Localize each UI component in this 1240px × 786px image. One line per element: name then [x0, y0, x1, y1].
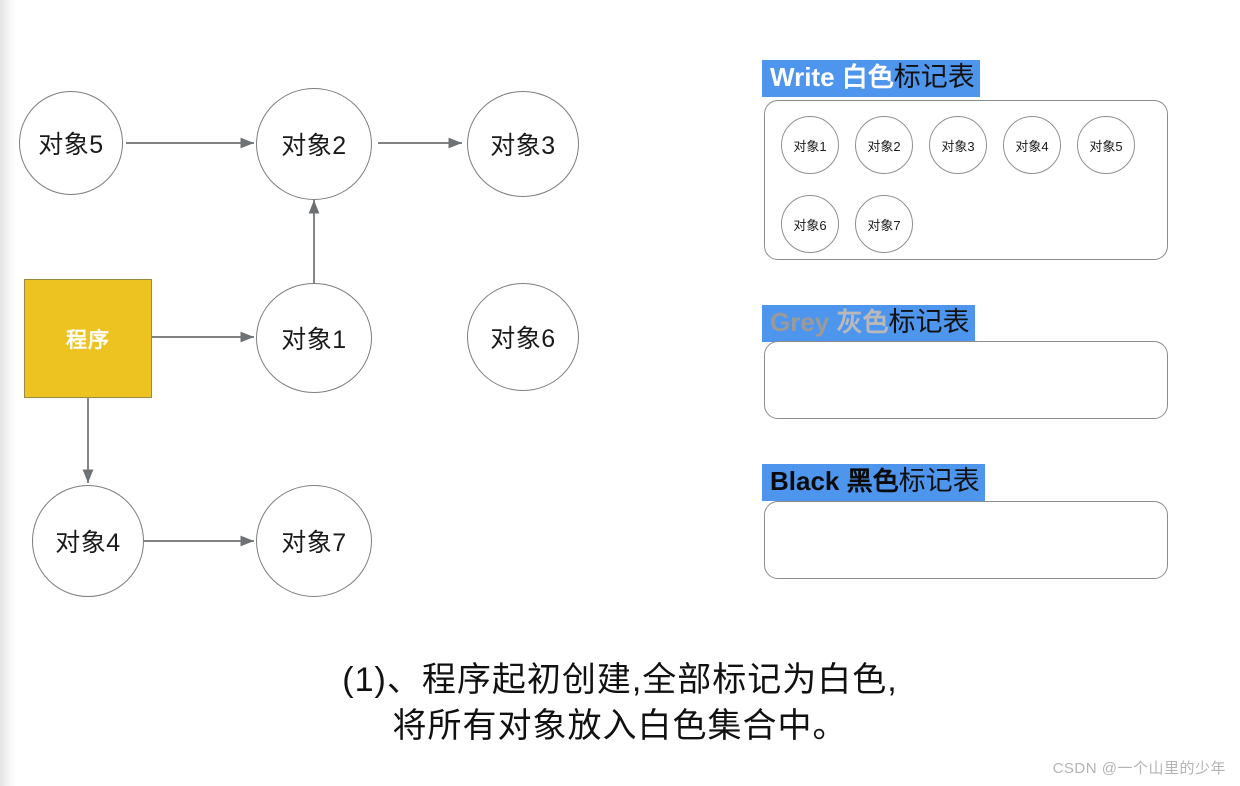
graph-node-label: 对象7 [281, 529, 347, 557]
mark-table-black-box[interactable] [764, 501, 1168, 579]
chip-label: 对象3 [941, 138, 975, 154]
chip-label: 对象4 [1015, 138, 1049, 154]
mark-table-white-suffix: 标记表 [893, 62, 975, 92]
caption-line-1: (1)、程序起初创建,全部标记为白色, [342, 661, 898, 699]
mark-table-grey-box[interactable] [764, 341, 1168, 419]
caption-line-2: 将所有对象放入白色集合中。 [392, 706, 848, 745]
chip-label: 对象5 [1089, 138, 1123, 154]
chip-obj3[interactable]: 对象3 [929, 116, 987, 174]
graph-node-label: 对象4 [55, 529, 121, 557]
object-reference-graph: 对象5 对象2 对象3 程序 对象1 对象6 对象4 对象7 [0, 0, 640, 640]
graph-node-obj7[interactable]: 对象7 [256, 485, 372, 597]
caption: (1)、程序起初创建,全部标记为白色, 将所有对象放入白色集合中。 [0, 658, 1240, 750]
mark-table-white-color-word: 白色 [841, 62, 894, 92]
mark-table-white-title: Write 白色标记表 [762, 60, 980, 98]
program-box-label: 程序 [66, 328, 110, 352]
mark-table-black-color-word: 黑色 [846, 466, 899, 496]
graph-node-obj3[interactable]: 对象3 [467, 91, 579, 197]
mark-table-black-latin: Black [770, 466, 840, 496]
chip-obj2[interactable]: 对象2 [855, 116, 913, 174]
chip-label: 对象2 [867, 138, 901, 154]
chip-label: 对象1 [793, 138, 827, 154]
chip-label: 对象6 [793, 217, 827, 233]
mark-table-grey-latin: Grey [770, 307, 830, 337]
graph-node-label: 对象1 [281, 326, 347, 354]
chip-label: 对象7 [867, 217, 901, 233]
mark-table-black-title: Black 黑色标记表 [762, 464, 985, 502]
graph-node-label: 对象2 [281, 132, 347, 160]
mark-table-white-latin: Write [770, 62, 835, 92]
graph-node-obj4[interactable]: 对象4 [32, 485, 144, 597]
mark-table-black-suffix: 标记表 [898, 466, 980, 496]
mark-table-grey-color-word: 灰色 [836, 307, 889, 337]
csdn-watermark: CSDN @一个山里的少年 [1052, 760, 1226, 777]
graph-node-obj2[interactable]: 对象2 [256, 88, 372, 200]
graph-node-obj1[interactable]: 对象1 [256, 283, 372, 393]
program-box[interactable]: 程序 [24, 279, 152, 398]
graph-edges [82, 137, 462, 547]
chip-obj4[interactable]: 对象4 [1003, 116, 1061, 174]
graph-node-label: 对象6 [490, 325, 556, 353]
chip-obj7[interactable]: 对象7 [855, 195, 913, 253]
mark-table-white-box[interactable]: 对象1 对象2 对象3 对象4 对象5 对象6 对象7 [764, 100, 1168, 260]
chip-obj6[interactable]: 对象6 [781, 195, 839, 253]
graph-node-label: 对象3 [490, 132, 556, 160]
mark-table-grey-title: Grey 灰色标记表 [762, 305, 975, 343]
graph-node-label: 对象5 [38, 131, 104, 159]
mark-table-grey-suffix: 标记表 [888, 307, 970, 337]
graph-node-obj6[interactable]: 对象6 [467, 283, 579, 391]
chip-obj1[interactable]: 对象1 [781, 116, 839, 174]
chip-obj5[interactable]: 对象5 [1077, 116, 1135, 174]
graph-node-obj5[interactable]: 对象5 [19, 91, 123, 195]
